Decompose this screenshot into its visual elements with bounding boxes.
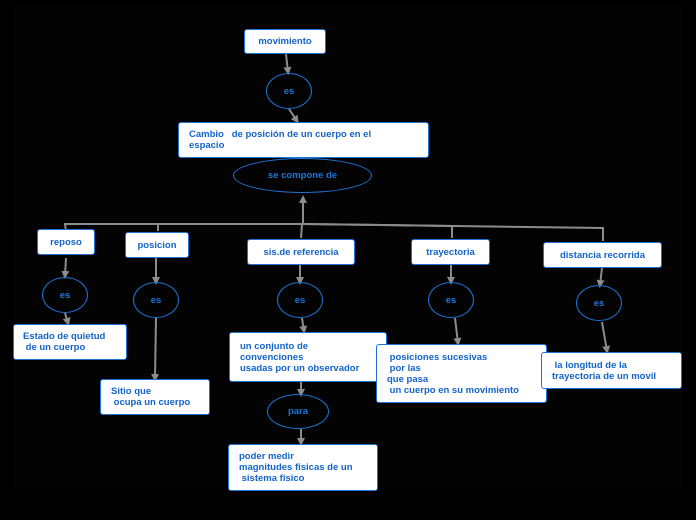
node-longitud[interactable]: la longitud de la trayectoria de un movi…: [541, 352, 682, 389]
node-se-compone-de[interactable]: se compone de: [233, 158, 372, 193]
node-sis-referencia[interactable]: sis.de referencia: [247, 239, 355, 265]
link-movimiento-es: [283, 53, 292, 75]
node-es-distancia[interactable]: es: [576, 285, 622, 321]
node-poder-medir-text: poder medir magnitudes fisicas de un sis…: [239, 451, 353, 484]
node-cambio[interactable]: Cambio de posición de un cuerpo en el es…: [178, 122, 429, 158]
node-trayectoria-text: trayectoria: [426, 246, 475, 258]
link-es-conjunto: [299, 317, 308, 334]
link-hub-distancia: [302, 223, 604, 241]
link-es-posiciones: [453, 317, 462, 346]
node-es-main-text: es: [283, 85, 295, 97]
node-es-trayectoria[interactable]: es: [428, 282, 474, 318]
node-conjunto-convenciones[interactable]: un conjunto de convenciones usadas por u…: [229, 332, 387, 382]
link-distancia-es: [596, 267, 605, 288]
node-es-posicion[interactable]: es: [133, 282, 179, 318]
node-estado-quietud-text: Estado de quietud de un cuerpo: [23, 331, 106, 353]
link-es-cambio: [288, 108, 299, 124]
node-trayectoria[interactable]: trayectoria: [411, 239, 490, 265]
node-es-trayectoria-text: es: [445, 294, 457, 306]
node-reposo[interactable]: reposo: [37, 229, 95, 255]
node-es-distancia-text: es: [593, 297, 605, 309]
node-es-referencia-text: es: [294, 294, 306, 306]
node-poder-medir[interactable]: poder medir magnitudes fisicas de un sis…: [228, 444, 378, 491]
link-es-sitio: [151, 317, 160, 382]
link-es-estado: [62, 312, 71, 326]
node-movimiento-text: movimiento: [258, 36, 312, 47]
node-movimiento[interactable]: movimiento: [244, 29, 326, 54]
node-posiciones-sucesivas-text: posiciones sucesivas por las que pasa un…: [387, 351, 519, 396]
node-es-referencia[interactable]: es: [277, 282, 323, 318]
node-es-main[interactable]: es: [266, 73, 312, 109]
node-cambio-text: Cambio de posición de un cuerpo en el es…: [189, 129, 372, 151]
link-hub-reposo: [63, 223, 303, 232]
node-es-reposo-text: es: [59, 289, 71, 301]
link-hub-referencia: [300, 223, 303, 239]
node-para[interactable]: para: [267, 394, 329, 429]
node-distancia-recorrida[interactable]: distancia recorrida: [543, 242, 662, 268]
node-conjunto-convenciones-text: un conjunto de convenciones usadas por u…: [240, 340, 360, 374]
node-es-posicion-text: es: [150, 294, 162, 306]
node-distancia-recorrida-text: distancia recorrida: [559, 249, 645, 261]
node-posicion-text: posicion: [137, 239, 177, 251]
link-reposo-es: [61, 257, 70, 279]
node-posiciones-sucesivas[interactable]: posiciones sucesivas por las que pasa un…: [376, 344, 547, 403]
node-reposo-text: reposo: [50, 236, 82, 248]
node-es-reposo[interactable]: es: [42, 277, 88, 313]
node-posicion[interactable]: posicion: [125, 232, 189, 258]
node-estado-quietud[interactable]: Estado de quietud de un cuerpo: [13, 324, 127, 360]
node-sis-referencia-text: sis.de referencia: [263, 246, 339, 258]
node-longitud-text: la longitud de la trayectoria de un movi…: [552, 359, 657, 382]
node-para-text: para: [287, 406, 309, 417]
node-se-compone-de-text: se compone de: [267, 170, 338, 181]
node-sitio-que[interactable]: Sitio que ocupa un cuerpo: [100, 379, 210, 415]
node-sitio-que-text: Sitio que ocupa un cuerpo: [111, 386, 191, 408]
link-es-longitud: [601, 321, 611, 354]
